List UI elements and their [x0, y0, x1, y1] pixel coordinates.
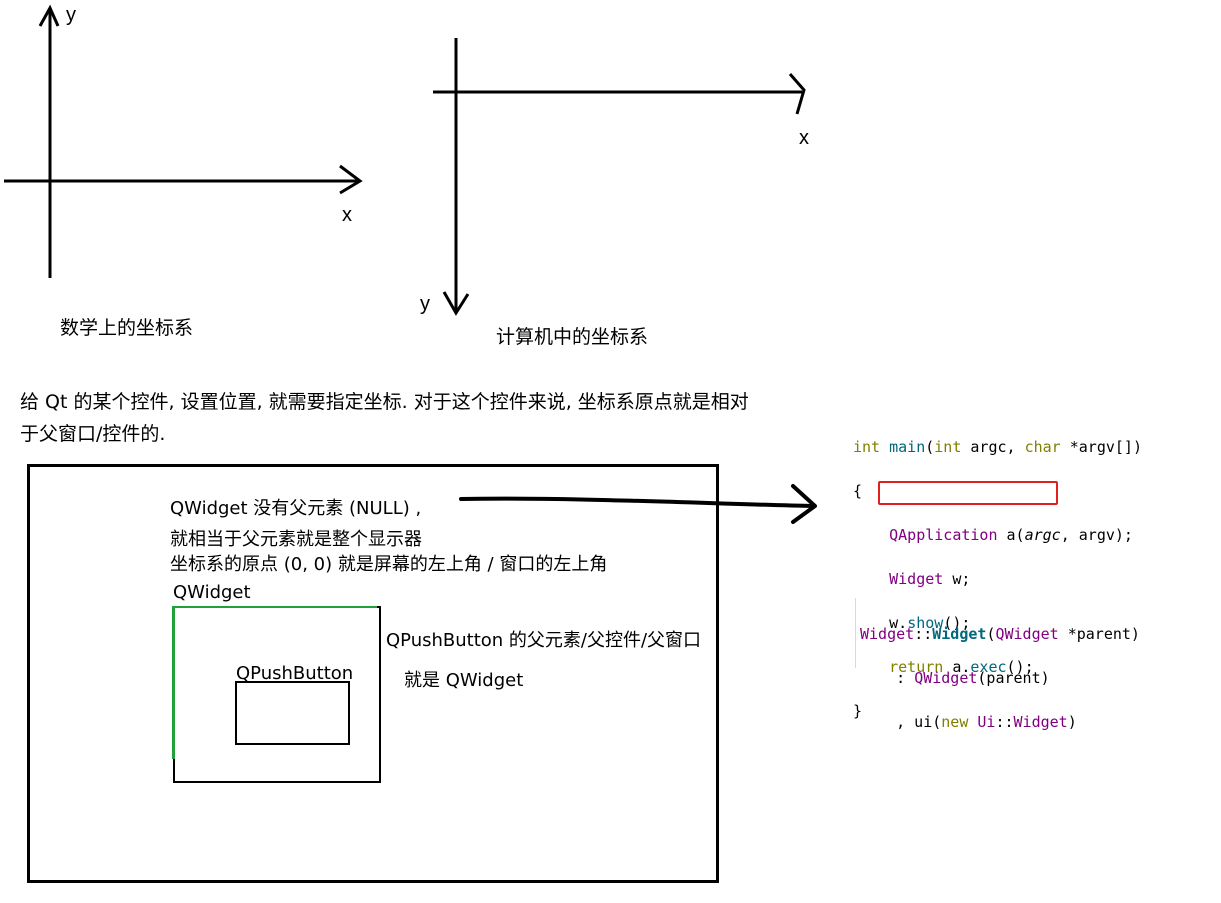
- explanation-line-2: 于父窗口/控件的.: [20, 423, 166, 445]
- math-axes-caption: 数学上的坐标系: [60, 317, 194, 339]
- code-line-3: QApplication a(argc, argv);: [889, 526, 1133, 544]
- explanation-line-1: 给 Qt 的某个控件, 设置位置, 就需要指定坐标. 对于这个控件来说, 坐标系…: [20, 391, 749, 413]
- qpushbutton-box: [235, 681, 350, 745]
- qpushbutton-label: QPushButton: [236, 663, 354, 684]
- computer-x-arrowhead: [788, 73, 806, 115]
- code-line-1: int main(int argc, char *argv[]): [853, 438, 1142, 456]
- code-line-6: return a.exec();: [889, 658, 1034, 676]
- computer-y-label: y: [420, 293, 430, 315]
- ctor-line-3: , ui(new Ui::Widget): [896, 713, 1077, 731]
- math-x-arrowhead: [339, 164, 363, 195]
- computer-axes-caption: 计算机中的坐标系: [496, 326, 649, 348]
- pointer-arrow-shaft: [459, 496, 815, 508]
- explanation-paragraph: 给 Qt 的某个控件, 设置位置, 就需要指定坐标. 对于这个控件来说, 坐标系…: [20, 386, 820, 450]
- math-y-label: y: [66, 4, 76, 26]
- ctor-line-2: : QWidget(parent): [896, 669, 1050, 687]
- computer-x-label: x: [799, 127, 809, 149]
- ctor-code-block: Widget::Widget(QWidget *parent) : QWidge…: [860, 601, 1140, 755]
- qwidget-no-parent-note: QWidget 没有父元素 (NULL) , 就相当于父元素就是整个显示器 坐标…: [170, 497, 690, 576]
- math-y-arrowhead: [38, 4, 60, 27]
- computer-y-arrowhead: [442, 291, 470, 316]
- qwidget-label: QWidget: [173, 582, 251, 603]
- pointer-arrow: [459, 484, 817, 524]
- pointer-arrow-head: [791, 484, 817, 524]
- qwidget-left-edge-highlight: [172, 606, 175, 759]
- code-line-7: }: [853, 702, 863, 720]
- note-line-2: 就相当于父元素就是整个显示器: [170, 529, 422, 550]
- code-line-4: Widget w;: [889, 570, 971, 588]
- widget-w-highlight-box: [878, 481, 1058, 505]
- qpushbutton-parent-note-1: QPushButton 的父元素/父控件/父窗口: [386, 630, 702, 651]
- computer-axes-diagram: [433, 38, 806, 316]
- math-axes-diagram: [4, 4, 363, 278]
- ctor-line-1: Widget::Widget(QWidget *parent): [860, 625, 1140, 643]
- qpushbutton-parent-note-2: 就是 QWidget: [404, 670, 524, 691]
- math-x-label: x: [342, 204, 352, 226]
- main-code-block: int main(int argc, char *argv[]) { QAppl…: [853, 414, 1142, 744]
- code-line-2: {: [853, 482, 863, 500]
- ctor-code-gutter: [855, 598, 856, 668]
- note-line-1: QWidget 没有父元素 (NULL) ,: [170, 498, 422, 519]
- note-line-3: 坐标系的原点 (0, 0) 就是屏幕的左上角 / 窗口的左上角: [170, 554, 608, 575]
- code-line-5: w.show();: [889, 614, 971, 632]
- qwidget-top-edge-highlight: [174, 606, 377, 608]
- screen-frame: [27, 464, 719, 883]
